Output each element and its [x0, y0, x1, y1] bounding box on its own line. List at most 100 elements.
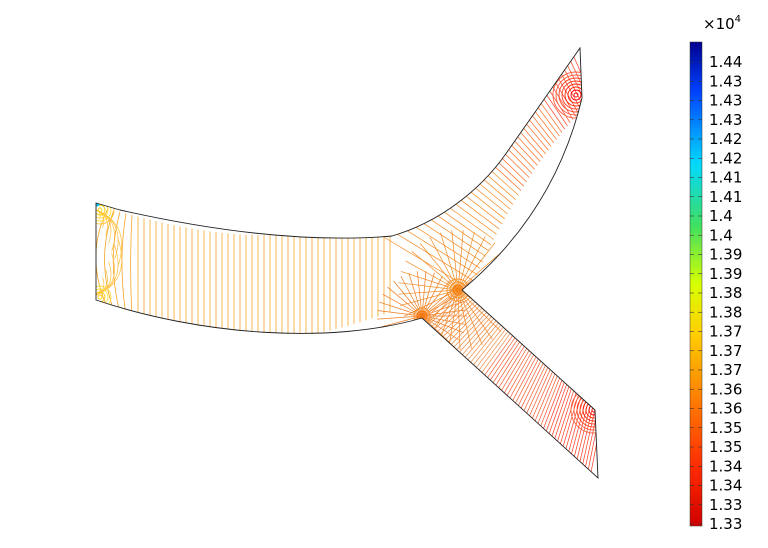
contour-line [440, 232, 459, 291]
hotspot-ring [570, 89, 582, 101]
contour-line [433, 162, 505, 220]
contour-line [567, 385, 590, 470]
contour-line [416, 271, 423, 317]
colorbar-multiplier: ×104 [703, 14, 741, 33]
contour-line [421, 301, 465, 317]
contour-line [561, 381, 586, 465]
contour-line [467, 124, 527, 183]
contour-line [419, 243, 459, 291]
contour-line [424, 172, 500, 230]
colorbar-tick-label: 1.39 [709, 265, 742, 283]
contour-line [421, 315, 464, 334]
contour-line [403, 289, 459, 317]
colorbar-tick-label: 1.41 [709, 169, 742, 187]
colorbar-tick-label: 1.44 [709, 53, 742, 71]
contour-line [387, 286, 423, 317]
contour-line [462, 129, 525, 187]
colorbar-tick-label: 1.43 [709, 92, 742, 110]
contour-line [411, 251, 459, 291]
contour-line [378, 315, 423, 328]
contour-line [471, 120, 530, 178]
contour-line [420, 177, 497, 235]
contour-line [457, 242, 496, 291]
colorbar-tick-label: 1.43 [709, 111, 742, 129]
contour-line [408, 272, 423, 317]
contour-line [480, 112, 535, 170]
colorbar-tick-label: 1.37 [709, 323, 742, 341]
hotspot-ring [97, 207, 103, 213]
contour-line [391, 315, 423, 350]
contour-line [400, 276, 423, 317]
contour-line [526, 74, 566, 130]
contour-line [399, 289, 459, 306]
contour-line [398, 289, 459, 295]
contour-line [393, 280, 423, 317]
contour-line [112, 211, 121, 314]
contour-line [458, 133, 522, 191]
hotspot-ring [455, 287, 461, 293]
contour-line [405, 260, 459, 291]
colorbar-multiplier-base: ×10 [703, 15, 735, 33]
colorbar-gradient [689, 41, 703, 527]
colorbar-tick-label: 1.36 [709, 400, 742, 418]
colorbar-tick-label: 1.38 [709, 284, 742, 302]
contour-line [398, 282, 459, 291]
contour-line [457, 289, 461, 350]
contour-line [130, 214, 133, 318]
colorbar-tick-label: 1.37 [709, 361, 742, 379]
hotspot-ring [552, 71, 598, 119]
contour-line [448, 289, 459, 350]
contour-line [479, 325, 524, 390]
colorbar-tick-label: 1.42 [709, 130, 742, 148]
contour-line [421, 272, 435, 317]
contour-line [488, 104, 541, 162]
colorbar-tick-label: 1.43 [709, 72, 742, 90]
hotspots [96, 71, 598, 434]
colorbar-tick-label: 1.35 [709, 419, 742, 437]
contour-line [390, 219, 478, 275]
colorbar: 1.441.431.431.431.421.421.411.411.41.41.… [689, 14, 742, 533]
colorbar-tick-label: 1.4 [709, 226, 733, 244]
contour-line [429, 236, 459, 291]
contour-line [421, 315, 424, 361]
contour-line [385, 315, 423, 344]
colorbar-tick-label: 1.34 [709, 477, 742, 495]
contour-line [415, 183, 495, 240]
colorbar-tick-label: 1.37 [709, 342, 742, 360]
colorbar-tick-label: 1.33 [709, 515, 742, 533]
contour-lines [96, 48, 598, 478]
contour-line [121, 213, 127, 316]
contour-line [406, 315, 423, 359]
colorbar-multiplier-exponent: 4 [735, 14, 741, 25]
contour-line [400, 271, 459, 291]
contour-line [484, 108, 538, 166]
contour-line [421, 275, 443, 317]
colorbar-tick-label: 1.36 [709, 380, 742, 398]
contour-line [497, 97, 546, 155]
hotspot-ring [96, 195, 115, 225]
contour-line [518, 81, 560, 137]
contour-line [457, 289, 483, 345]
colorbar-ticks: 1.441.431.431.431.421.421.411.411.41.41.… [690, 53, 742, 533]
contour-line [377, 315, 423, 320]
contour-line [454, 137, 519, 196]
contour-line [441, 152, 511, 210]
contour-line [457, 250, 504, 291]
contour-line [398, 315, 423, 355]
contour-line [450, 142, 516, 200]
contour-line [457, 232, 475, 291]
contour-line [379, 301, 423, 317]
colorbar-tick-label: 1.34 [709, 457, 742, 475]
hotspot-ring [561, 80, 591, 110]
contour-line [492, 101, 544, 158]
hotspot-ring [97, 294, 103, 300]
contour-line [382, 293, 423, 317]
contour-line [96, 209, 122, 268]
contour-line [522, 77, 563, 133]
contour-line [394, 213, 481, 269]
contour-line [411, 189, 492, 246]
colorbar-tick-label: 1.4 [709, 207, 733, 225]
domain-outline [95, 46, 599, 480]
contour-line [421, 271, 427, 317]
